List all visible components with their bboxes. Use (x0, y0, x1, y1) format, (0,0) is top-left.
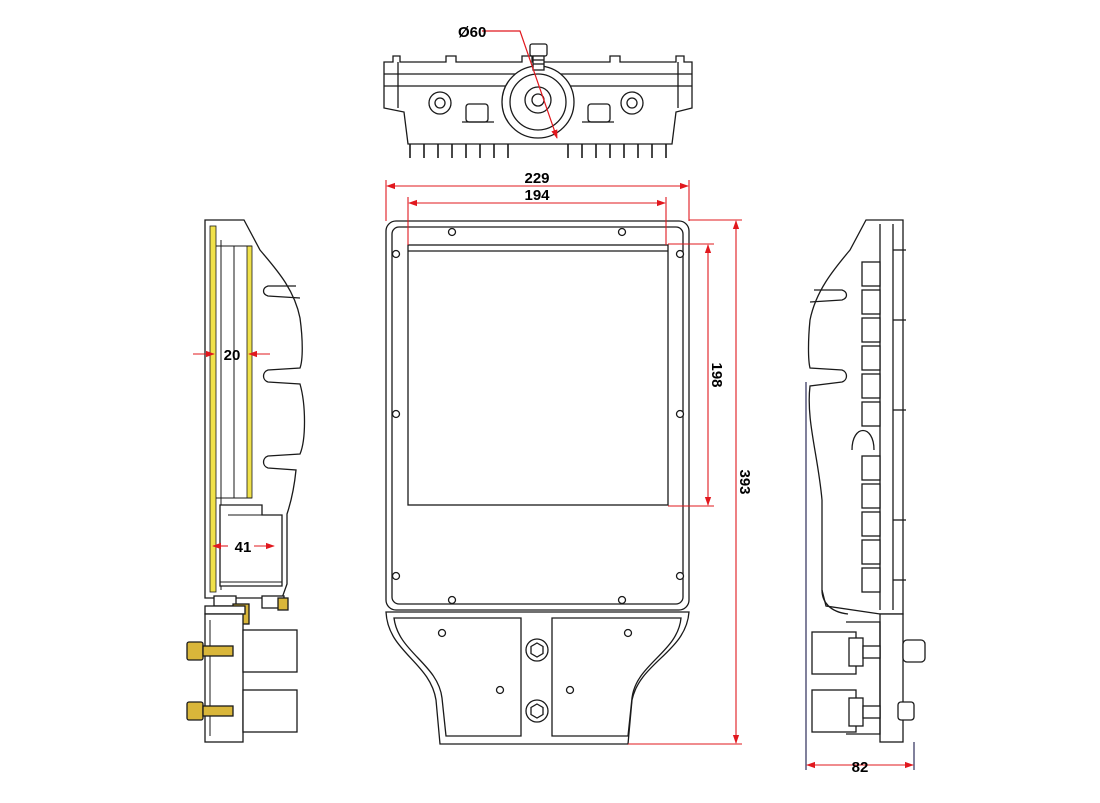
dim-198: 198 (708, 362, 725, 387)
right-bracket (879, 613, 904, 743)
front-screws (391, 227, 685, 605)
left-dimensions (193, 350, 275, 550)
front-view (385, 220, 690, 745)
lens-window (407, 244, 669, 506)
right-knob-upper (902, 639, 926, 663)
right-knob-lower (897, 701, 915, 721)
front-dimensions (385, 180, 742, 745)
left-bracket (204, 613, 244, 743)
dia-label: Ø60 (458, 24, 486, 41)
dim-229: 229 (524, 170, 549, 187)
section-fill-outer (209, 225, 217, 593)
section-fill-inner (246, 245, 253, 499)
right-side-view (807, 219, 926, 743)
dia-leader (482, 30, 558, 139)
top-fins (409, 144, 667, 158)
right-dimensions (805, 382, 915, 770)
set-screw (529, 43, 548, 57)
dim-82: 82 (852, 759, 869, 776)
dim-41: 41 (235, 539, 252, 556)
left-bolts (186, 641, 234, 721)
left-section-view (186, 219, 306, 743)
right-housing-profile (807, 219, 904, 615)
top-view (383, 30, 693, 158)
left-housing-profile (204, 219, 306, 599)
dim-393: 393 (736, 469, 753, 494)
dim-194: 194 (524, 187, 550, 204)
right-fins (861, 249, 906, 593)
dim-20: 20 (224, 347, 241, 364)
